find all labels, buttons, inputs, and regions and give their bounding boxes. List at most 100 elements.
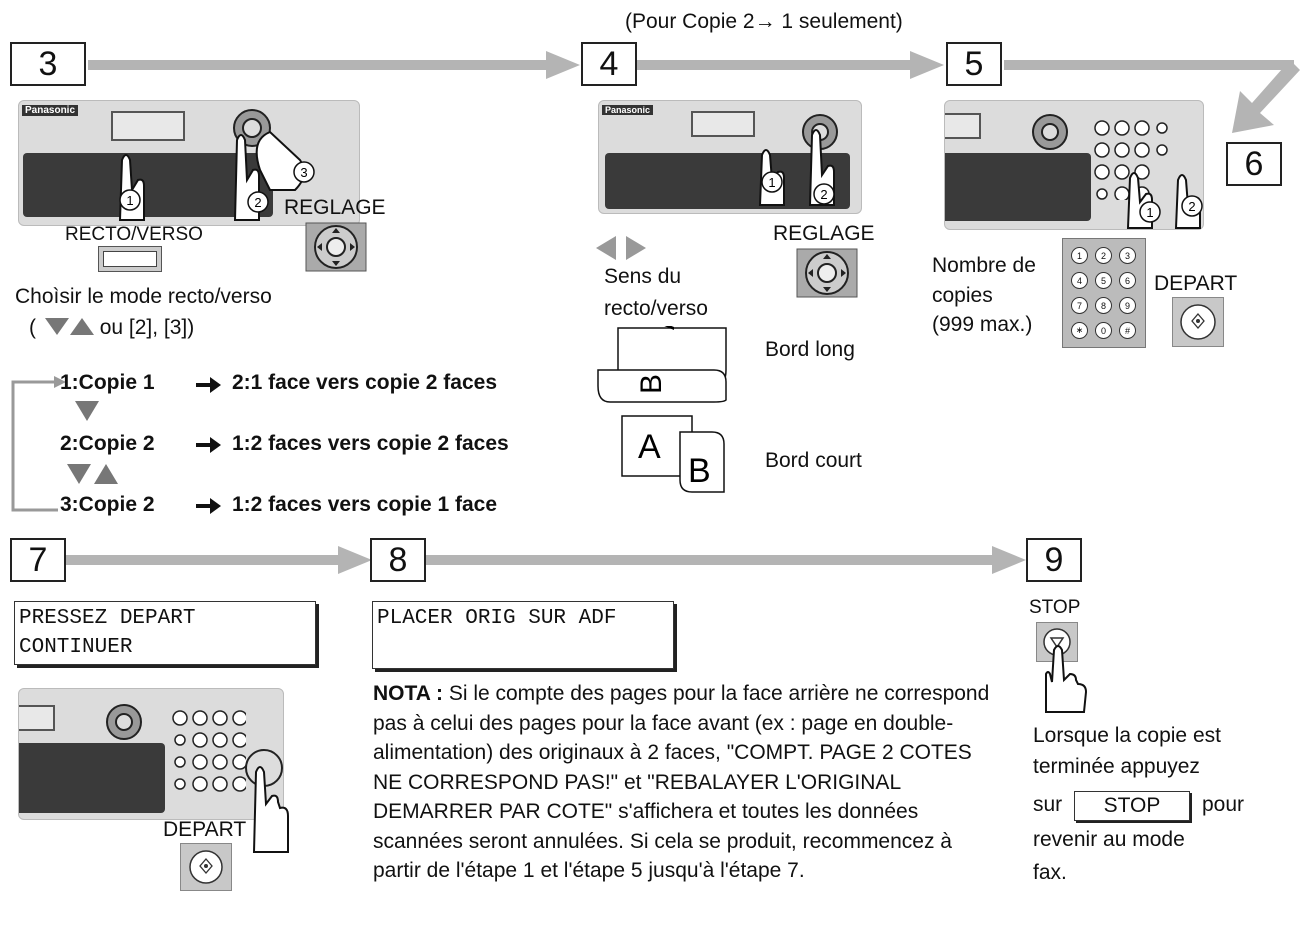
pointing-hands-icon: 1 2 <box>758 129 835 206</box>
arrow-4-to-5 <box>636 60 916 70</box>
keypad-key-8[interactable]: 8 <box>1095 297 1112 314</box>
depart-label-5: DEPART <box>1154 272 1238 295</box>
pointing-hands-icon: 1 2 <box>1126 172 1203 229</box>
keypad-key-1[interactable]: 1 <box>1071 247 1088 264</box>
depart-button-5[interactable] <box>1172 297 1224 347</box>
keypad-key-5[interactable]: 5 <box>1095 272 1112 289</box>
lcd-screen <box>19 705 55 731</box>
svg-text:B: B <box>635 374 668 394</box>
arrow-5-to-6 <box>1004 60 1294 70</box>
keypad-key-0[interactable]: 0 <box>1095 322 1112 339</box>
start-icon <box>189 850 223 884</box>
down-triangle-icon <box>75 401 99 421</box>
pointing-hand-icon <box>1045 645 1088 713</box>
step9-pour: pour <box>1202 793 1245 816</box>
svg-text:1: 1 <box>768 175 775 190</box>
nombre-line-1: Nombre de <box>932 254 1036 277</box>
keypad-key-7[interactable]: 7 <box>1071 297 1088 314</box>
step9-line-5: fax. <box>1033 861 1067 884</box>
step-6-box: 6 <box>1226 142 1282 186</box>
keyboard-area <box>945 153 1091 221</box>
recto-verso-key[interactable] <box>98 246 162 272</box>
down-up-triangles-icon <box>67 464 118 484</box>
arrow-8-to-9 <box>426 555 996 565</box>
arrow-right-icon <box>196 377 221 393</box>
step3-instruction-2: ( ou [2], [3]) <box>29 316 194 340</box>
numeric-keypad: 1 2 3 4 5 6 7 8 9 ∗ 0 # <box>1062 238 1146 348</box>
keypad-key-hash[interactable]: # <box>1119 322 1136 339</box>
step3-instruction-1: Choìsir le mode recto/verso <box>15 285 272 308</box>
pointing-hand-icon <box>245 749 289 853</box>
open-paren: ( <box>29 316 36 339</box>
step-7-box: 7 <box>10 538 66 582</box>
header-note: (Pour Copie 2→ 1 seulement) <box>625 10 903 33</box>
brand-logo: Panasonic <box>602 105 654 115</box>
svg-text:1: 1 <box>1146 205 1153 220</box>
panel-numeric-keys <box>172 710 246 792</box>
reglage-dial-icon <box>305 222 367 272</box>
svg-text:A: A <box>638 428 661 466</box>
step-4-box: 4 <box>581 42 637 86</box>
svg-text:2: 2 <box>254 195 261 210</box>
arrow-3-to-4-head <box>546 51 580 79</box>
step9-sur: sur <box>1033 793 1063 816</box>
dial-knob-icon <box>106 704 142 740</box>
arrow-right-icon <box>196 498 221 514</box>
reglage-label-4: REGLAGE <box>773 222 875 245</box>
keypad-key-star[interactable]: ∗ <box>1071 322 1088 339</box>
lcd-line-1: PRESSEZ DEPART <box>19 607 196 630</box>
svg-text:1: 1 <box>126 193 133 208</box>
mode-1-left: 1:Copie 1 <box>60 371 155 394</box>
nombre-line-2: copies <box>932 284 993 307</box>
bord-long-icon: A B <box>597 326 727 403</box>
step9-line-4: revenir au mode <box>1033 828 1185 851</box>
svg-text:A: A <box>648 326 681 330</box>
keypad-key-6[interactable]: 6 <box>1119 272 1136 289</box>
sens-line-1: Sens du <box>604 265 682 288</box>
step-9-box: 9 <box>1026 538 1082 582</box>
keyboard-area <box>19 743 165 813</box>
keyboard-area <box>23 153 273 217</box>
step9-line-2: terminée appuyez <box>1033 755 1200 778</box>
sens-line-2: recto/verso <box>604 297 708 320</box>
down-up-triangles-icon <box>44 318 94 335</box>
lcd-screen <box>111 111 185 141</box>
bord-court-label: Bord court <box>765 449 862 472</box>
reglage-dial-icon <box>796 248 858 298</box>
step-8-box: 8 <box>370 538 426 582</box>
lcd-line-2: CONTINUER <box>19 636 133 659</box>
step-5-box: 5 <box>946 42 1002 86</box>
nombre-line-3: (999 max.) <box>932 313 1033 336</box>
mode-2-left: 2:Copie 2 <box>60 432 155 455</box>
bord-court-icon: A B <box>621 415 725 493</box>
step8-lcd-display: PLACER ORIG SUR ADF <box>372 601 674 669</box>
svg-text:3: 3 <box>300 165 307 180</box>
keypad-key-2[interactable]: 2 <box>1095 247 1112 264</box>
reglage-label-3: REGLAGE <box>284 196 386 219</box>
nota-label: NOTA : <box>373 682 443 705</box>
svg-text:2: 2 <box>1188 199 1195 214</box>
mode-1-right: 2:1 face vers copie 2 faces <box>232 371 498 394</box>
bord-long-label: Bord long <box>765 338 855 361</box>
mode-cycle-bracket <box>11 376 66 512</box>
step7-lcd-display: PRESSEZ DEPART CONTINUER <box>14 601 316 665</box>
arrow-right-icon <box>196 437 221 453</box>
step7-control-panel <box>18 688 284 820</box>
depart-button-7[interactable] <box>180 843 232 891</box>
arrow-4-to-5-head <box>910 51 944 79</box>
nota-paragraph: NOTA : Si le compte des pages pour la fa… <box>373 679 993 886</box>
arrow-7-to-8-head <box>338 546 372 574</box>
dial-knob-icon <box>1032 114 1068 150</box>
start-icon <box>1180 304 1216 340</box>
arrow-5-to-6-bend <box>1232 60 1300 133</box>
instruction-rest: ou [2], [3]) <box>99 316 195 339</box>
arrow-8-to-9-head <box>992 546 1026 574</box>
step9-line-1: Lorsque la copie est <box>1033 724 1221 747</box>
recto-verso-label: RECTO/VERSO <box>65 224 203 245</box>
left-right-triangles-icon <box>596 236 646 260</box>
step3-control-panel: Panasonic <box>18 100 360 226</box>
svg-text:B: B <box>688 452 711 490</box>
keypad-key-3[interactable]: 3 <box>1119 247 1136 264</box>
keypad-key-9[interactable]: 9 <box>1119 297 1136 314</box>
keypad-key-4[interactable]: 4 <box>1071 272 1088 289</box>
